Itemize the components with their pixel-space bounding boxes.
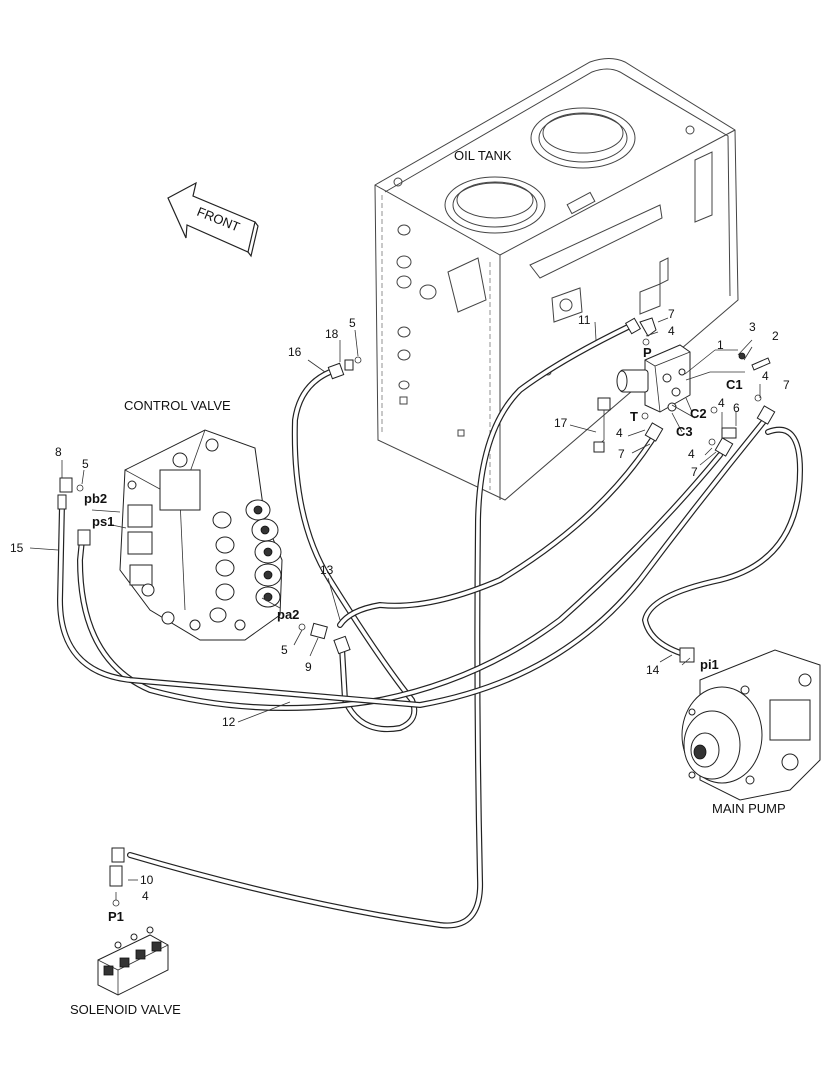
oil-tank — [374, 58, 739, 501]
control-valve-label: CONTROL VALVE — [124, 398, 231, 413]
callout-9: 9 — [305, 660, 312, 674]
tank-side-fittings — [393, 125, 695, 437]
callout-18: 18 — [325, 327, 339, 341]
main-pump-label: MAIN PUMP — [712, 801, 786, 816]
callout-6: 6 — [733, 401, 740, 415]
control-valve — [119, 429, 283, 641]
solenoid-valve — [97, 926, 169, 996]
callout-5-b: 5 — [82, 457, 89, 471]
hose-14 — [642, 426, 803, 659]
valve-spools — [209, 499, 282, 623]
hose-13 — [337, 437, 655, 628]
callout-14: 14 — [646, 663, 660, 677]
leader-lines — [29, 317, 761, 900]
hose-15 — [57, 417, 768, 708]
callout-5-a: 5 — [349, 316, 356, 330]
solenoid-valve-block — [593, 344, 691, 453]
oil-tank-label: OIL TANK — [454, 148, 512, 163]
callout-7-a: 7 — [668, 307, 675, 321]
callout-4-b: 4 — [762, 369, 769, 383]
hose-16 — [291, 369, 418, 733]
port-C2: C2 — [690, 406, 707, 421]
callout-11: 11 — [578, 313, 591, 327]
tank-port-large-2 — [444, 176, 546, 234]
port-pb2: pb2 — [84, 491, 107, 506]
callout-4-c: 4 — [718, 396, 725, 410]
callout-13: 13 — [320, 563, 334, 577]
port-P: P — [643, 345, 652, 360]
port-C1: C1 — [726, 377, 743, 392]
callout-1: 1 — [717, 338, 724, 352]
callout-3: 3 — [749, 320, 756, 334]
hose-11 — [127, 323, 633, 929]
callout-7-b: 7 — [783, 378, 790, 392]
callout-15: 15 — [10, 541, 24, 555]
front-arrow: FRONT — [167, 181, 259, 258]
port-C3: C3 — [676, 424, 693, 439]
main-pump — [681, 649, 821, 801]
callout-7-c: 7 — [618, 447, 625, 461]
port-P1: P1 — [108, 909, 124, 924]
callout-2: 2 — [772, 329, 779, 343]
callout-17: 17 — [554, 416, 568, 430]
port-pi1: pi1 — [700, 657, 719, 672]
callout-4-f: 4 — [142, 889, 149, 903]
fittings — [57, 317, 776, 907]
callout-10: 10 — [140, 873, 154, 887]
port-ps1: ps1 — [92, 514, 114, 529]
front-label: FRONT — [195, 204, 242, 235]
tank-port-large-1 — [530, 107, 636, 169]
callout-4-d: 4 — [616, 426, 623, 440]
callout-16: 16 — [288, 345, 302, 359]
port-pa2: pa2 — [277, 607, 299, 622]
callout-7-d: 7 — [691, 465, 698, 479]
port-T: T — [630, 409, 638, 424]
callout-12: 12 — [222, 715, 236, 729]
solenoid-valve-label: SOLENOID VALVE — [70, 1002, 181, 1017]
callout-4-a: 4 — [668, 324, 675, 338]
callout-8: 8 — [55, 445, 62, 459]
hoses — [57, 323, 803, 929]
callout-5-c: 5 — [281, 643, 288, 657]
callout-4-e: 4 — [688, 447, 695, 461]
